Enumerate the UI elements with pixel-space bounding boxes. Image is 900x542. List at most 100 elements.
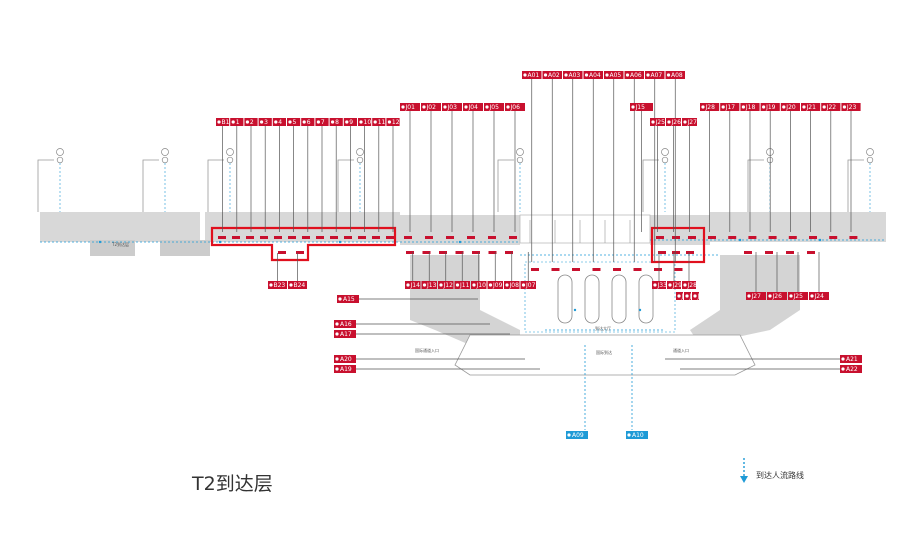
gate-tag-icon: [401, 105, 405, 109]
gate-tag-icon: [316, 120, 320, 124]
gate-tick: [788, 236, 797, 239]
gate-tag-label: J04: [468, 104, 479, 111]
gate-tag-bg: [372, 118, 386, 126]
gate-tag: A05: [604, 71, 624, 262]
gate-tag-icon: [260, 120, 264, 124]
gate-tick: [260, 236, 268, 239]
gate-tag-icon: [373, 120, 377, 124]
gate-tag-icon: [668, 283, 672, 287]
gate-tag-bg: [334, 355, 356, 363]
gate-tag-icon: [335, 322, 339, 326]
gate-tag-label: A20: [340, 356, 352, 363]
gate-tag: B23: [268, 253, 287, 289]
gate-tag-bg: [583, 71, 603, 79]
gate-tag: 2: [244, 118, 258, 232]
gate-tag-label: A08: [671, 72, 683, 79]
gate-tick: [386, 236, 394, 239]
gate-tag-bg: [665, 71, 685, 79]
gate-tag-icon: [521, 283, 526, 287]
gate-tag-icon: [666, 73, 671, 77]
gate-tag-label: J27: [687, 119, 698, 126]
gate-tag: J12: [438, 252, 454, 289]
gate-tag: J33: [652, 252, 667, 289]
gate-tag: J29: [667, 252, 682, 289]
gate-tag-bg: [841, 103, 861, 111]
gate-tag-bg: [438, 281, 454, 289]
gate-tag: J01: [400, 103, 420, 232]
gate-tag-icon: [782, 105, 786, 109]
gate-tag-label: J12: [443, 282, 454, 289]
gate-tag-bg: [334, 320, 356, 328]
gate-tag-label: J25: [655, 119, 666, 126]
gate-tag-icon: [274, 120, 278, 124]
gate-tag-label: J18: [745, 104, 756, 111]
gate-tag: B24: [288, 253, 307, 289]
gate-tag-icon: [335, 367, 339, 371]
gate-tag: J20: [780, 103, 800, 232]
gate-tag-label: A06: [630, 72, 642, 79]
gate-tick: [425, 236, 433, 239]
gate-tag-bg: [522, 71, 542, 79]
gate-tag-icon: [302, 120, 306, 124]
gate-tag-icon: [653, 283, 657, 287]
gate-tag-icon: [683, 120, 687, 124]
gate-tag-bg: [788, 292, 808, 300]
gate-tag-label: J22: [826, 104, 837, 111]
gate-tag-icon: [564, 73, 568, 77]
gate-tag: 6: [301, 118, 315, 232]
aircraft-stand: [642, 148, 669, 212]
gate-tick: [232, 236, 240, 239]
gate-tag: J05: [484, 103, 504, 232]
gate-tag-icon: [472, 283, 476, 287]
gate-tag-bg: [386, 118, 400, 126]
gate-tick: [316, 236, 324, 239]
gate-tag: 1: [230, 118, 244, 232]
gate-tag-label: B12: [222, 119, 234, 126]
gate-tag-label: A19: [340, 366, 352, 373]
pier-right-center: [650, 215, 710, 245]
gate-tag: 12: [386, 118, 400, 232]
label-left-wing: T2到达层: [111, 241, 129, 247]
gate-tag-label: J11: [459, 282, 470, 289]
flow-arrows: [98, 238, 822, 312]
gate-tag-bg: [301, 118, 315, 126]
gate-tick: [672, 236, 680, 239]
gate-tick: [404, 236, 412, 239]
gate-tag-bg: [405, 281, 421, 289]
gate-tag-icon: [443, 105, 447, 109]
gate-tag-label: 12: [392, 119, 400, 126]
gate-tag-bg: [334, 330, 356, 338]
gate-tick: [613, 268, 621, 271]
gate-tag-bg: [487, 281, 503, 289]
gate-tag-icon: [289, 283, 293, 287]
pier-gap-left: [90, 240, 135, 256]
gate-tag-label: J29: [672, 282, 683, 289]
gate-tag-icon: [269, 283, 273, 287]
gate-tick: [296, 251, 304, 254]
gate-tag-icon: [488, 283, 493, 287]
carousel-4: [638, 274, 654, 324]
gate-tag-bg: [463, 103, 483, 111]
gate-tag-label: A21: [846, 356, 858, 363]
page-title: T2到达层: [191, 473, 273, 495]
gate-tag: J23: [841, 103, 861, 232]
gate-tag-label: J20: [785, 104, 796, 111]
gate-tag-label: A22: [846, 366, 858, 373]
gate-tag: A01: [522, 71, 542, 262]
gate-tag: 3: [258, 118, 272, 232]
gate-tag: 8: [329, 118, 343, 232]
central-hall-left: [410, 255, 520, 345]
gate-tick: [488, 251, 497, 254]
gate-tag-label: J26: [671, 119, 682, 126]
gate-tag-icon: [387, 120, 391, 124]
gate-tick: [439, 251, 447, 254]
gate-tag-bg: [272, 118, 286, 126]
gate-tag-icon: [842, 105, 847, 109]
gate-tag-label: J07: [525, 282, 536, 289]
gate-tag-label: J14: [410, 282, 421, 289]
pier-center: [400, 215, 520, 245]
gate-tag: J24: [809, 252, 829, 300]
gate-tag-label: J33: [657, 282, 668, 289]
gate-tag-icon: [822, 105, 826, 109]
gate-tag-label: 3: [264, 119, 268, 126]
